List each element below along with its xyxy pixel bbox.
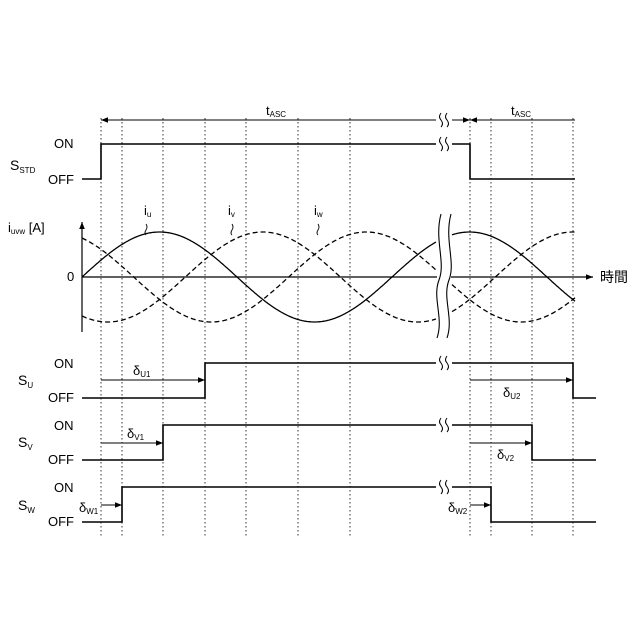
iu-waveform-after-break (452, 232, 575, 301)
time-break-marks (437, 112, 452, 494)
sw-on-label: ON (54, 480, 74, 495)
sstd-off-label: OFF (48, 172, 74, 187)
sstd-waveform-after-break (452, 144, 575, 179)
sstd-waveform (82, 144, 436, 179)
iv-label: iv (228, 203, 235, 219)
reference-lines (101, 118, 573, 538)
break-mark-sv-right (446, 418, 449, 432)
current-zero-label: 0 (67, 269, 74, 284)
break-mark-sw-right (446, 480, 449, 494)
sw-label: SW (18, 497, 35, 515)
sstd-on-label: ON (54, 136, 74, 151)
iw-leader (317, 224, 319, 235)
tasc1-label: tASC (266, 103, 286, 119)
break-mark-su-right (446, 356, 449, 370)
dw2-label: δW2 (448, 500, 468, 516)
iv-waveform-after-break (452, 232, 575, 312)
break-mark-sv-left (440, 418, 443, 432)
du2-label: δU2 (503, 385, 521, 401)
tasc2-label: tASC (511, 103, 531, 119)
sstd-label: SSTD (10, 157, 36, 175)
sv-off-label: OFF (48, 452, 74, 467)
sw-off-label: OFF (48, 514, 74, 529)
current-axis-label: iuvw [A] (8, 220, 45, 236)
dw1-label: δW1 (79, 500, 99, 516)
iw-label: iw (314, 203, 323, 219)
dv2-label: δV2 (497, 447, 515, 463)
su-off-label: OFF (48, 390, 74, 405)
break-mark-sw-left (440, 480, 443, 494)
sw-waveform (82, 487, 436, 522)
iw-waveform-after-break (452, 285, 575, 322)
iv-leader (231, 224, 233, 235)
dv1-label: δV1 (127, 426, 145, 442)
su-on-label: ON (54, 356, 74, 371)
sv-on-label: ON (54, 418, 74, 433)
du1-label: δU1 (133, 363, 151, 379)
break-mark-su-left (440, 356, 443, 370)
iu-label: iu (144, 203, 151, 219)
sv-label: SV (18, 434, 33, 452)
su-label: SU (18, 372, 33, 390)
time-axis-label: 時間 (600, 269, 628, 285)
